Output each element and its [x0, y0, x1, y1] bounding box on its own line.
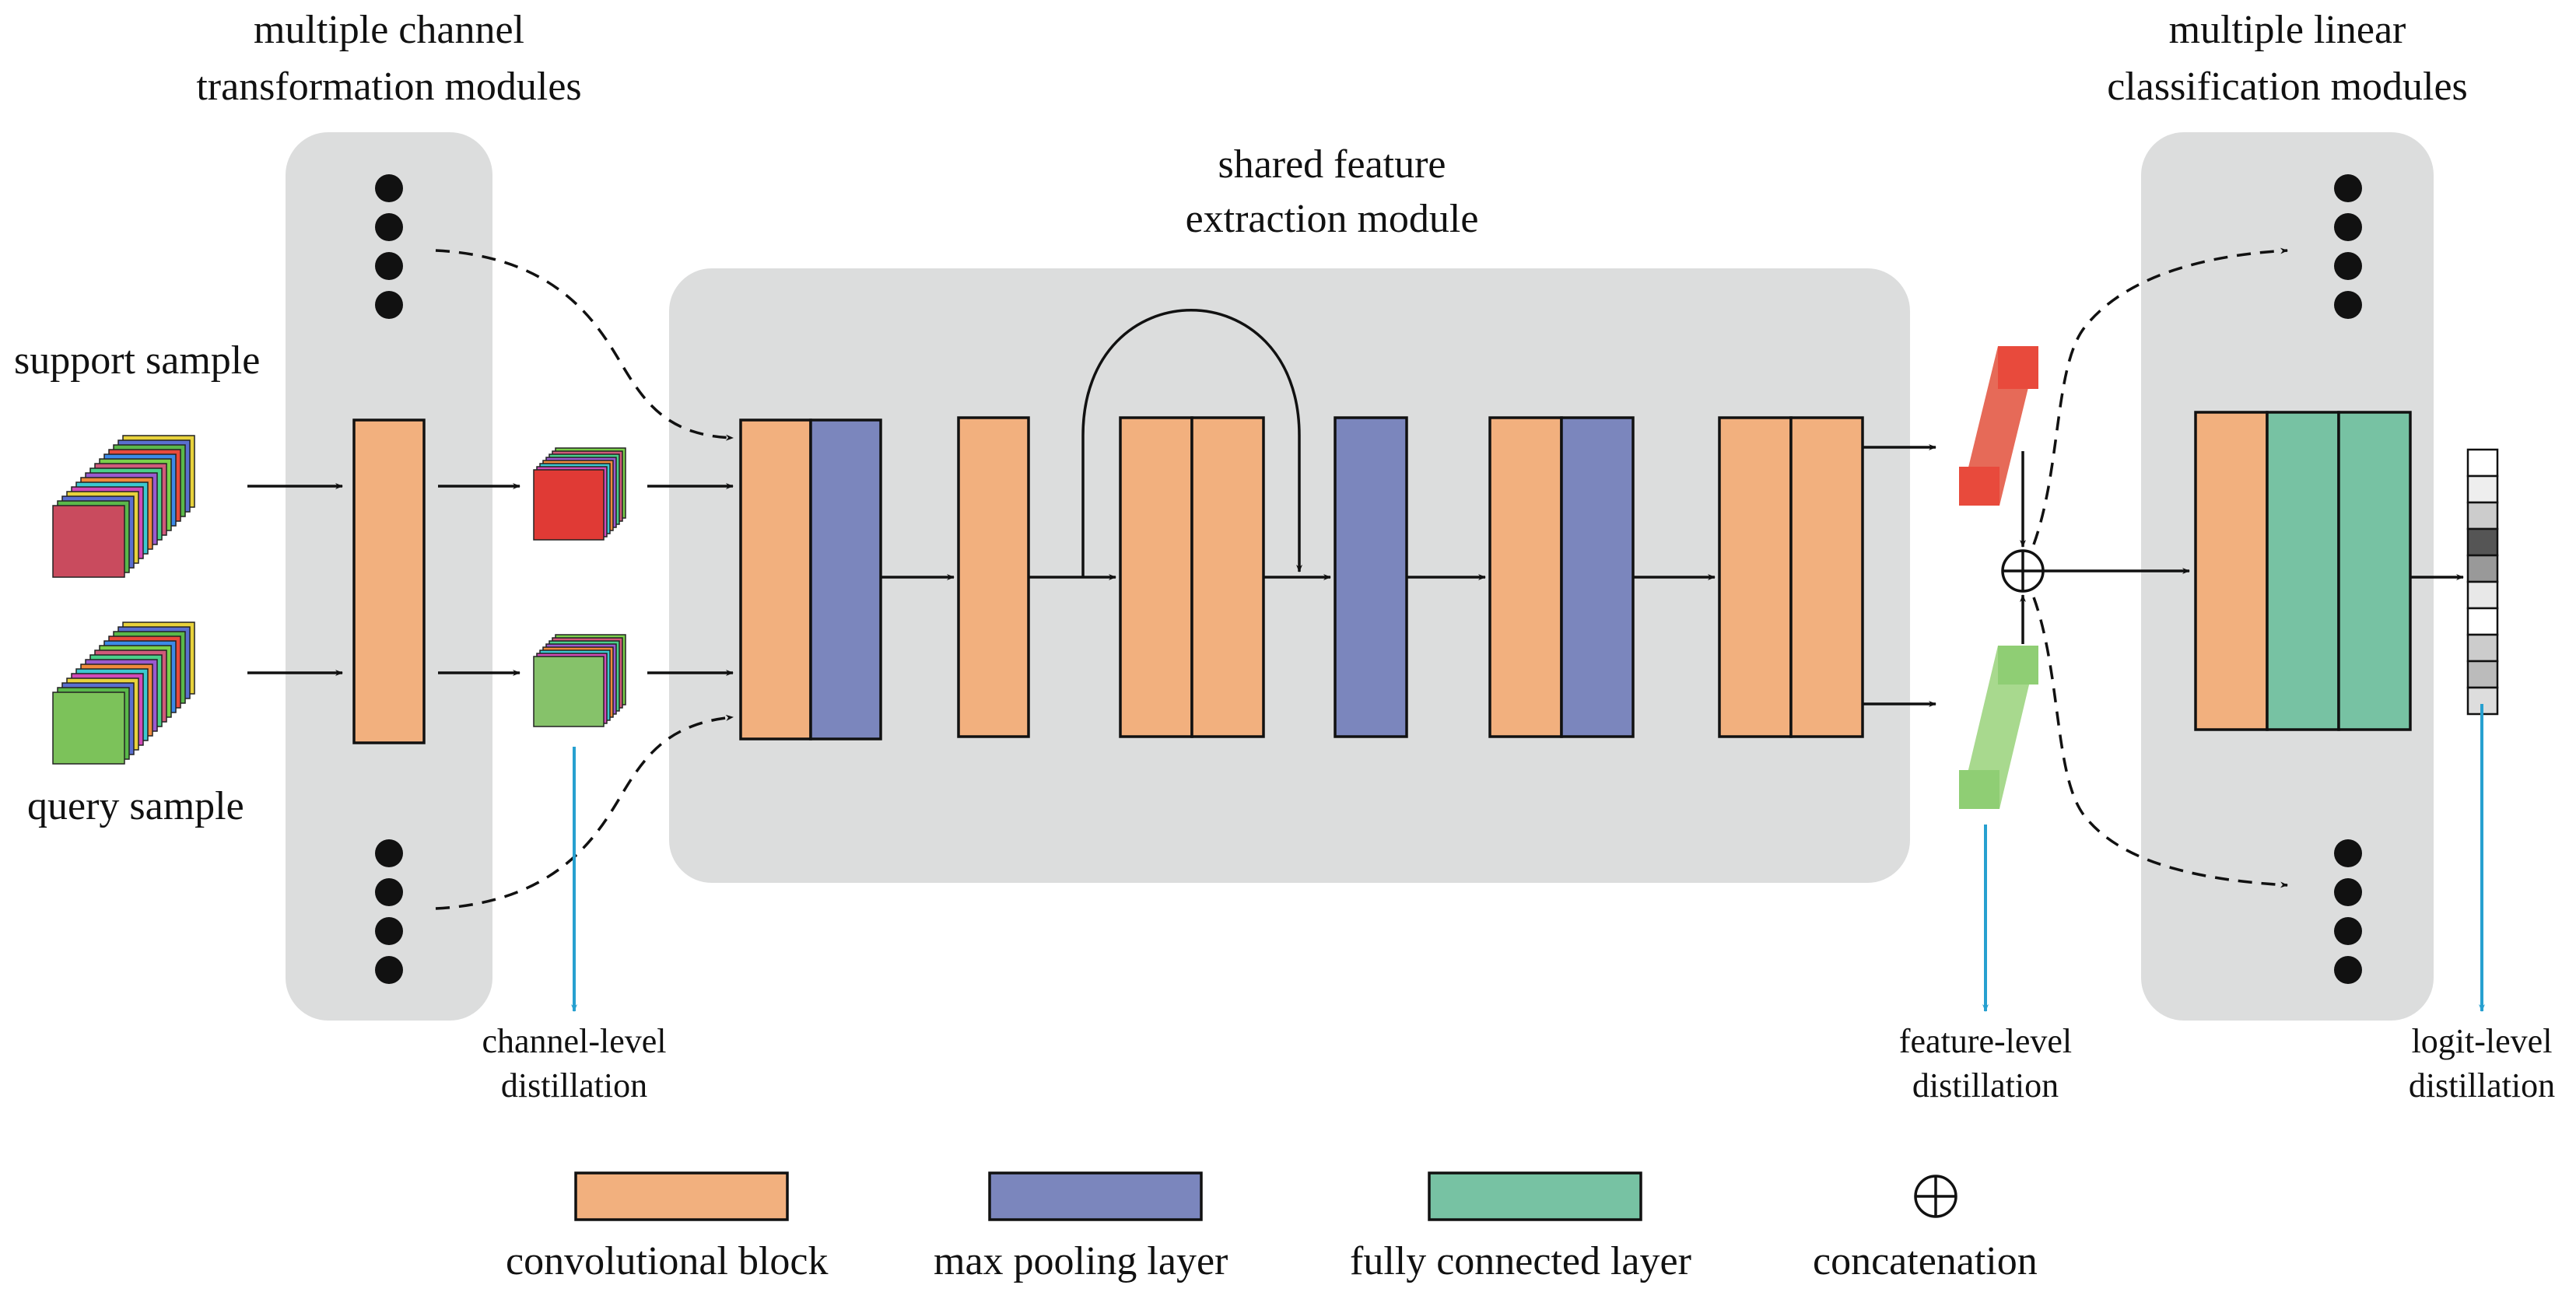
extractor-pool-layer-1 [809, 418, 882, 741]
legend-label-fc: fully connected layer [1350, 1239, 1691, 1283]
query-transformed-cube [533, 634, 626, 727]
concatenation-icon [2001, 549, 2045, 593]
logit-cell [2466, 474, 2499, 504]
logit-cell [2466, 501, 2499, 530]
dashed-arrow-bottom-classifier [2032, 597, 2288, 888]
legend-circled-plus-icon [1914, 1175, 1957, 1218]
transform-dots-top [375, 174, 403, 319]
logit-distillation-label-2: distillation [2409, 1066, 2555, 1105]
extractor-conv-block-5 [1488, 416, 1563, 738]
skip-connection-arrow [1081, 309, 1302, 577]
legend-swatch-conv [574, 1171, 789, 1221]
legend-swatch-pool [988, 1171, 1203, 1221]
logit-cell [2466, 633, 2499, 663]
dashed-arrow-bottom-transform [435, 714, 734, 910]
logit-vector [2466, 448, 2499, 716]
support-feature-vector [1959, 346, 2038, 506]
transform-title-line1: multiple channel [254, 8, 524, 52]
channel-transform-conv-block [352, 418, 426, 744]
channel-distillation-label-1: channel-level [482, 1022, 667, 1060]
extractor-conv-block-7 [1789, 416, 1864, 738]
query-feature-vector [1959, 646, 2038, 809]
transform-dots-bottom [375, 839, 403, 984]
legend-swatch-fc [1428, 1171, 1642, 1221]
classify-title-line1: multiple linear [2169, 8, 2406, 52]
classify-title-line2: classification modules [2107, 65, 2468, 109]
classifier-fc-layer-1 [2266, 411, 2340, 731]
logit-cell [2466, 527, 2499, 557]
feature-distillation-label-1: feature-level [1899, 1022, 2072, 1060]
cube-slice [533, 656, 605, 727]
dashed-arrow-top-transform [435, 249, 734, 441]
extractor-conv-block-6 [1718, 416, 1793, 738]
support-sample-label: support sample [14, 338, 260, 383]
logit-distillation-label-1: logit-level [2412, 1022, 2553, 1060]
classifier-fc-layer-2 [2337, 411, 2412, 731]
legend-label-concat: concatenation [1813, 1239, 2038, 1283]
transform-title-line2: transformation modules [196, 65, 581, 109]
extractor-conv-block-1 [739, 418, 812, 741]
classifier-conv-block [2194, 411, 2269, 731]
classify-dots-top [2334, 174, 2362, 319]
extractor-conv-block-4 [1190, 416, 1265, 738]
extractor-pool-layer-3 [1560, 416, 1635, 738]
support-sample-stack [52, 435, 195, 578]
channel-distillation-label-2: distillation [501, 1066, 647, 1105]
logit-cell [2466, 448, 2499, 478]
logit-cell [2466, 580, 2499, 610]
legend-label-conv: convolutional block [506, 1239, 828, 1283]
extractor-pool-layer-2 [1334, 416, 1408, 738]
cube-slice [533, 469, 605, 541]
logit-cell [2466, 554, 2499, 583]
classify-dots-bottom [2334, 839, 2362, 984]
extractor-conv-block-2 [957, 416, 1030, 738]
shared-title-line2: extraction module [1186, 197, 1479, 241]
shared-title-line1: shared feature [1218, 142, 1446, 187]
logit-cell [2466, 660, 2499, 689]
query-sample-stack [52, 621, 195, 765]
extractor-conv-block-3 [1119, 416, 1193, 738]
legend: convolutional block max pooling layer fu… [506, 1171, 2038, 1283]
legend-label-pool: max pooling layer [934, 1239, 1228, 1283]
support-transformed-cube [533, 447, 626, 541]
query-sample-label: query sample [27, 784, 244, 828]
feature-distillation-label-2: distillation [1912, 1066, 2059, 1105]
dashed-arrow-top-classifier [2032, 247, 2288, 545]
channel-slice [52, 505, 125, 578]
logit-cell [2466, 607, 2499, 636]
channel-slice [52, 692, 125, 765]
